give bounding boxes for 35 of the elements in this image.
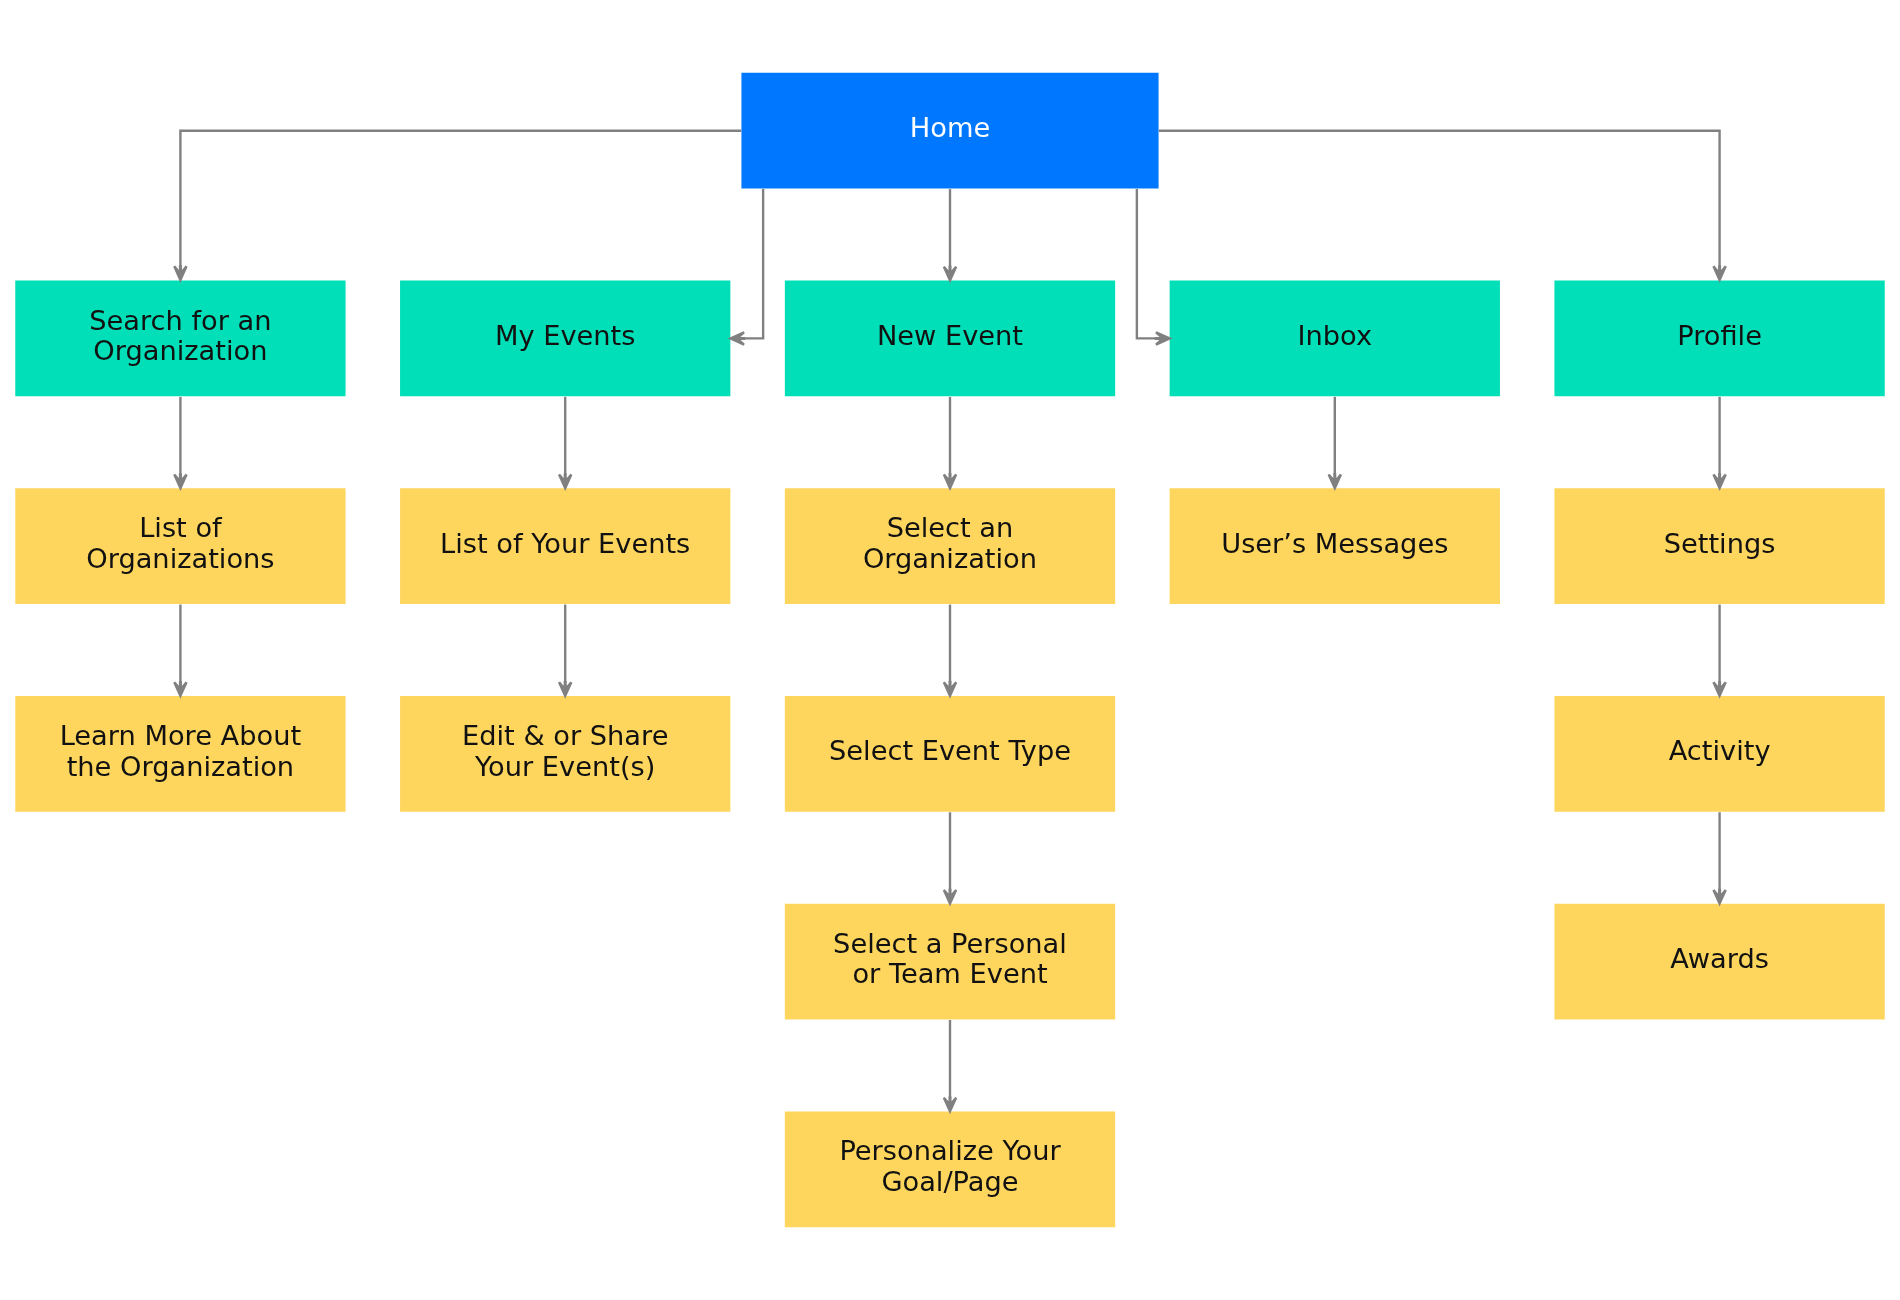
arrow	[942, 1020, 958, 1113]
arrow	[942, 396, 958, 490]
node-box: Home	[741, 72, 1159, 189]
arrow	[173, 604, 188, 698]
node-box: Learn More About the Organization	[15, 695, 346, 812]
arrow	[173, 129, 742, 282]
node-box: My Events	[400, 280, 731, 397]
arrow	[1712, 604, 1727, 698]
arrow	[1135, 189, 1171, 346]
node-box: Select an Organization	[784, 488, 1116, 605]
node-box: Search for an Organization	[15, 280, 346, 397]
node-box: Inbox	[1169, 280, 1500, 397]
arrow	[1712, 812, 1727, 905]
node-box: Profile	[1554, 280, 1885, 397]
arrow	[1327, 396, 1343, 490]
node-box: New Event	[784, 280, 1116, 397]
node-box: Activity	[1554, 695, 1885, 812]
arrow	[942, 812, 958, 905]
arrow	[557, 604, 573, 698]
node-box: Select Event Type	[784, 695, 1116, 812]
arrow	[1158, 129, 1727, 282]
node-box: List of Organizations	[15, 488, 346, 605]
node-box: Edit & or Share Your Event(s)	[400, 695, 731, 812]
arrow	[1712, 396, 1727, 490]
node-box: Awards	[1554, 903, 1885, 1020]
arrow	[173, 396, 188, 490]
node-box: Select a Personal or Team Event	[784, 903, 1116, 1020]
node-box: User’s Messages	[1169, 488, 1500, 605]
node-box: List of Your Events	[400, 488, 731, 605]
node-box: Personalize Your Goal/Page	[784, 1111, 1116, 1228]
arrow	[942, 189, 958, 282]
arrow	[729, 189, 765, 346]
arrow	[557, 396, 573, 490]
node-box: Settings	[1554, 488, 1885, 605]
arrow	[942, 604, 958, 698]
